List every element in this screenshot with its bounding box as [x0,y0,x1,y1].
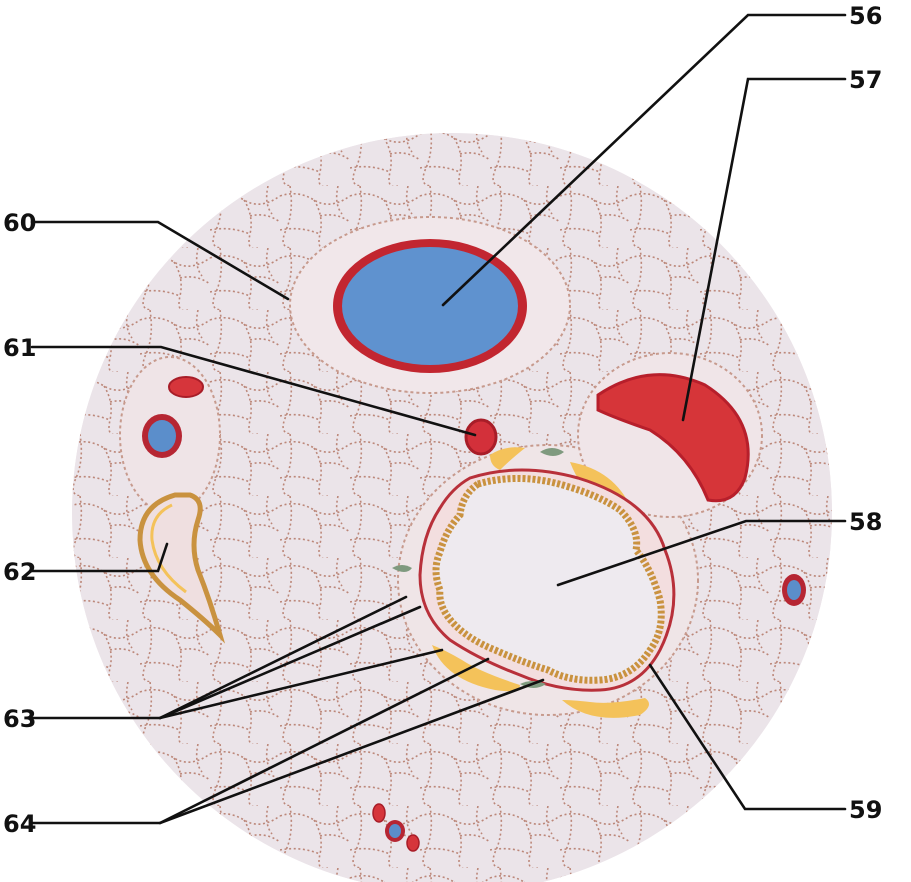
label-60: 60 [3,209,36,237]
label-58: 58 [849,508,882,536]
label-56: 56 [849,2,882,30]
pulmonary-vein-large [333,239,527,373]
label-62: 62 [3,558,36,586]
label-64: 64 [3,810,36,838]
small-artery [466,420,496,454]
label-63: 63 [3,705,36,733]
label-57: 57 [849,66,882,94]
label-61: 61 [3,334,36,362]
label-59: 59 [849,796,882,824]
